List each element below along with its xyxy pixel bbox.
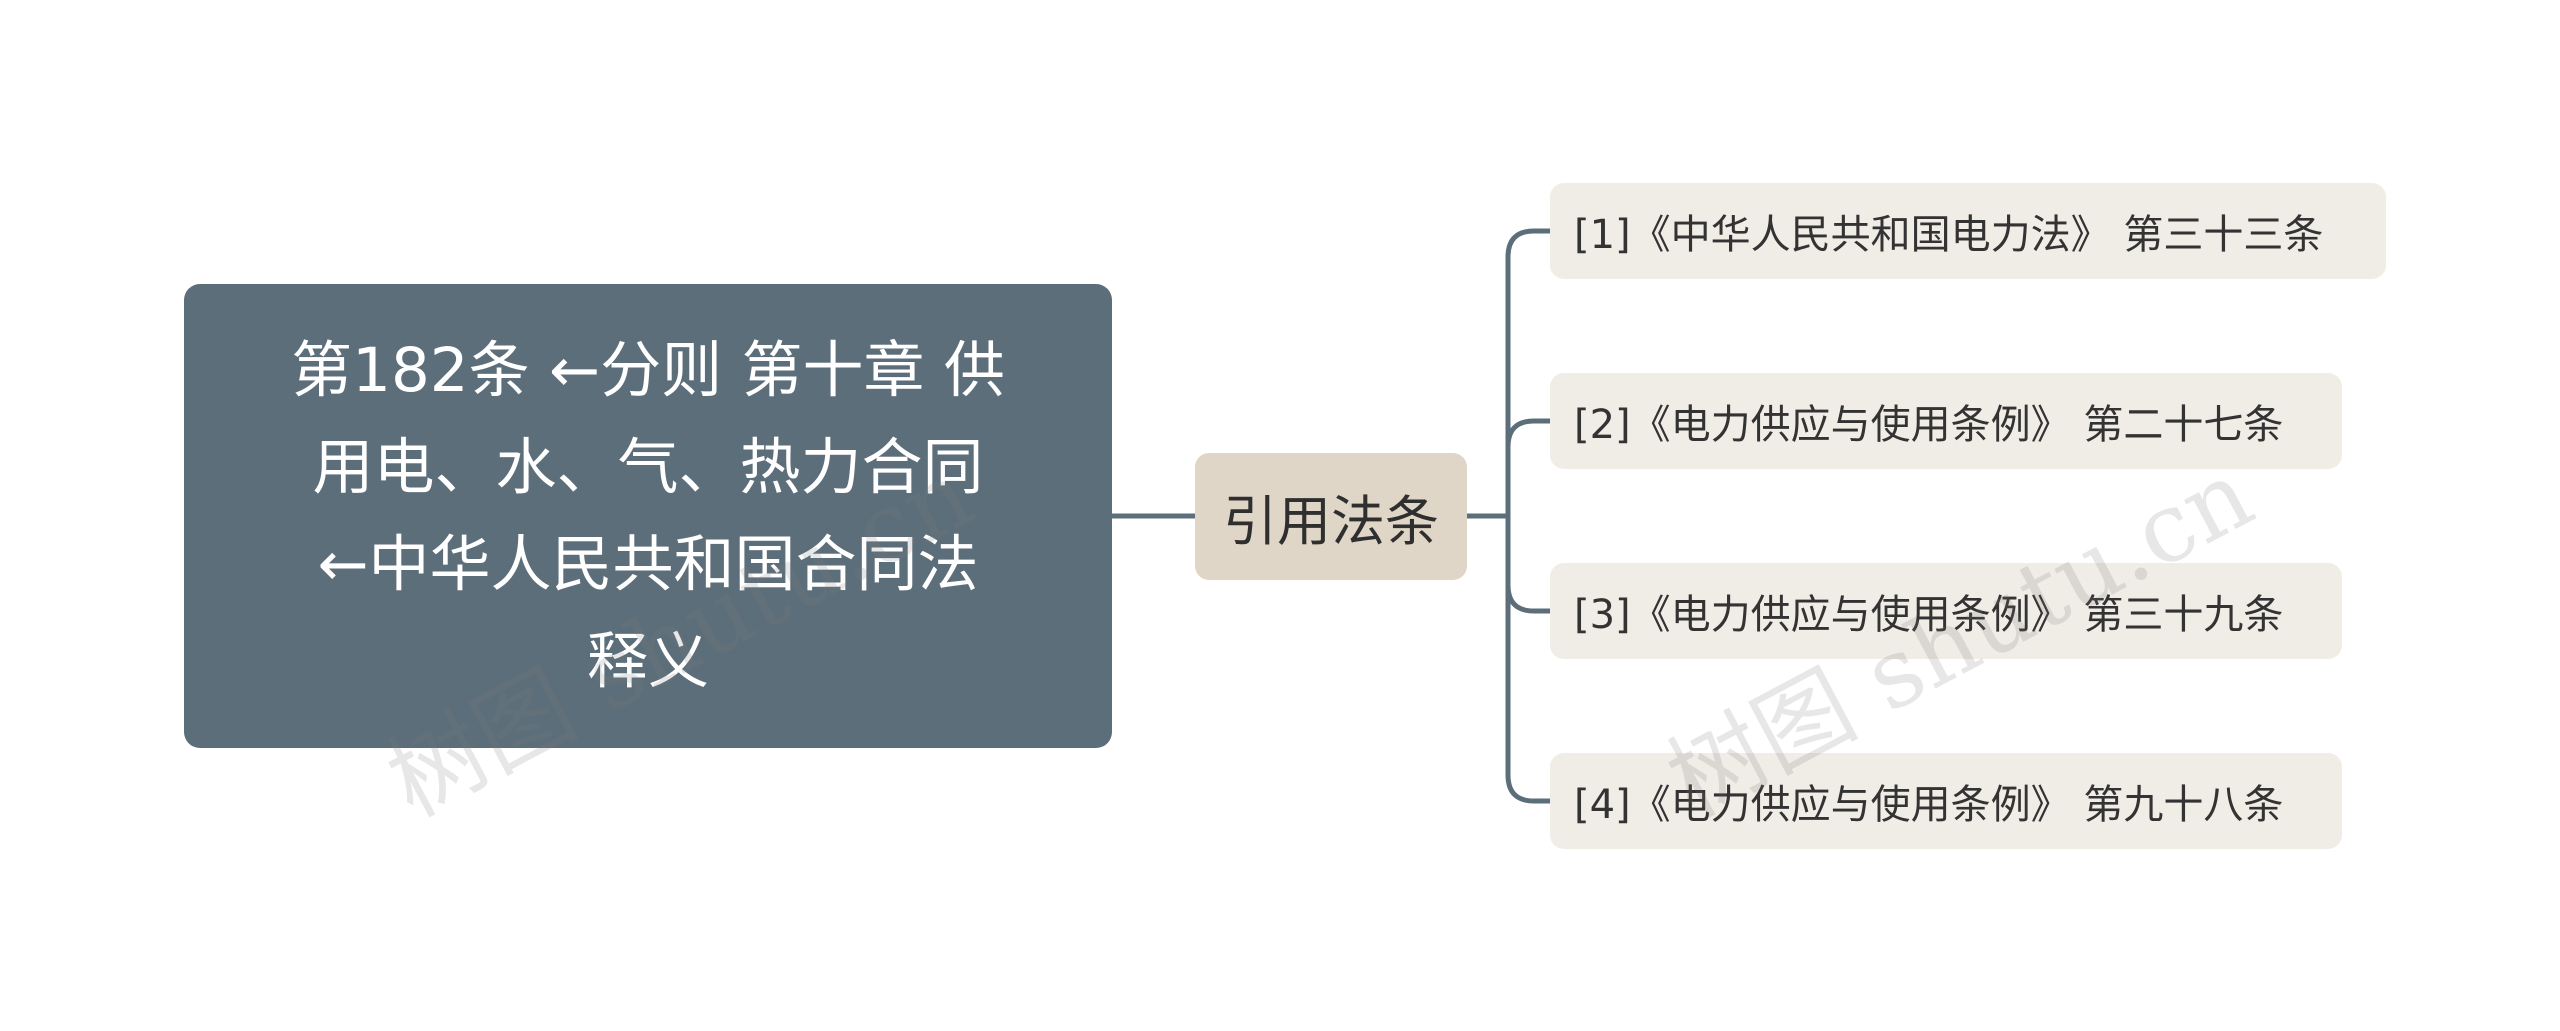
branch-topic-node[interactable]: 引用法条 [1195,453,1467,580]
branch-topic-label: 引用法条 [1223,490,1439,553]
leaf-2-connector [1505,418,1550,516]
leaf-topic-node-2[interactable]: [2]《电力供应与使用条例》 第二十七条 [1550,373,2342,469]
root-topic-label: 第182条 ←分则 第十章 供 用电、水、气、热力合同 ←中华人民共和国合同法 … [291,335,1005,697]
leaf-topic-node-4[interactable]: [4]《电力供应与使用条例》 第九十八条 [1550,753,2342,849]
leaf-4-connector [1505,516,1550,804]
leaf-3-connector [1505,516,1550,614]
root-topic-node[interactable]: 第182条 ←分则 第十章 供 用电、水、气、热力合同 ←中华人民共和国合同法 … [184,284,1112,748]
leaf-topic-label: [2]《电力供应与使用条例》 第二十七条 [1574,402,2284,448]
leaf-topic-node-1[interactable]: [1]《中华人民共和国电力法》 第三十三条 [1550,183,2386,279]
leaf-topic-label: [4]《电力供应与使用条例》 第九十八条 [1574,782,2284,828]
leaf-topic-label: [3]《电力供应与使用条例》 第三十九条 [1574,592,2284,638]
leaf-topic-label: [1]《中华人民共和国电力法》 第三十三条 [1574,212,2324,258]
leaf-1-connector [1505,228,1550,516]
leaf-topic-node-3[interactable]: [3]《电力供应与使用条例》 第三十九条 [1550,563,2342,659]
